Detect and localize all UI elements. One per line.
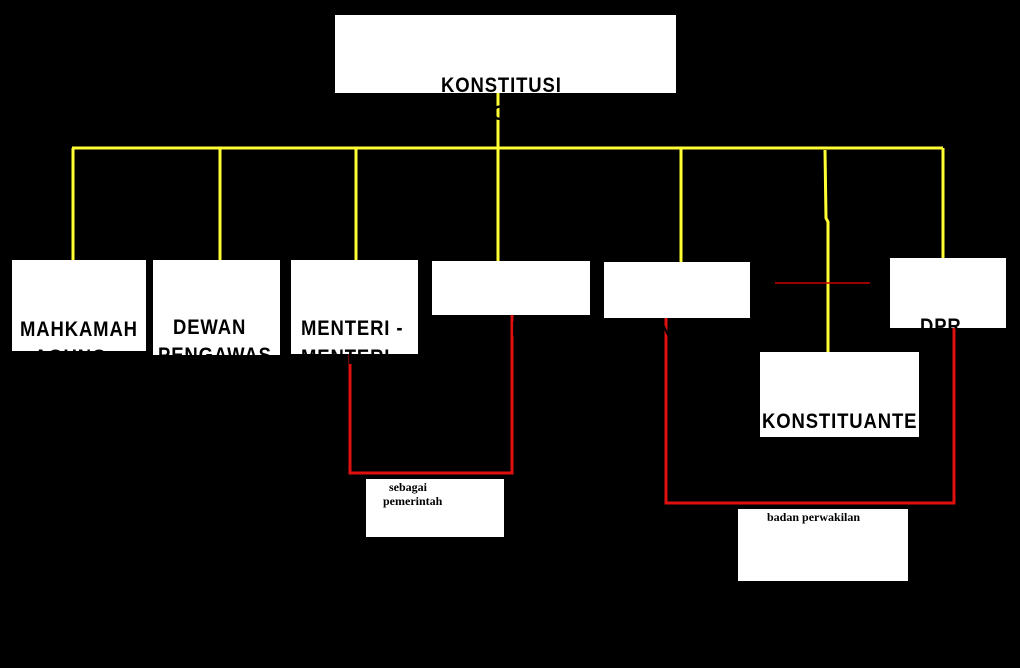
presiden-label: PRESIDEN bbox=[452, 318, 554, 341]
node-dewan-pengawas: DEWAN PENGAWAS KEUANGAN bbox=[153, 260, 280, 396]
title-line-1: KONSTITUSI bbox=[441, 74, 562, 97]
title-box: KONSTITUSI REPUBLIK INDONESIA SERIKAT bbox=[335, 15, 676, 125]
senat-label: SENAT bbox=[633, 320, 699, 343]
dewan-line-3: KEUANGAN bbox=[163, 373, 277, 396]
node-konstituante: KONSTITUANTE bbox=[760, 352, 919, 437]
branch-konstituante bbox=[823, 149, 830, 352]
node-presiden: PRESIDEN bbox=[432, 261, 590, 341]
dpr-label: DPR bbox=[920, 315, 962, 338]
dewan-line-2: PENGAWAS bbox=[158, 344, 272, 367]
node-dpr: DPR bbox=[890, 258, 1006, 338]
menteri-line-2: MENTERI bbox=[301, 346, 391, 369]
node-menteri: MENTERI - MENTERI bbox=[291, 260, 418, 369]
konstituante-label: KONSTITUANTE bbox=[762, 410, 918, 433]
perwakilan-bracket bbox=[664, 318, 956, 505]
note-sebagai-pemerintah: sebagai pemerintah bbox=[366, 479, 504, 537]
node-senat: SENAT bbox=[604, 262, 750, 343]
note-perwakilan-label: badan perwakilan bbox=[767, 510, 861, 524]
title-line-2: REPUBLIK INDONESIA SERIKAT bbox=[350, 102, 660, 125]
note-pemerintah-line-1: sebagai bbox=[389, 480, 428, 494]
mahkamah-line-1: MAHKAMAH bbox=[20, 318, 138, 341]
mahkamah-line-2: AGUNG bbox=[34, 346, 108, 369]
node-mahkamah-agung: MAHKAMAH AGUNG INDONESIA bbox=[12, 260, 146, 397]
pemerintah-bracket bbox=[348, 315, 514, 475]
note-pemerintah-line-2: pemerintah bbox=[383, 494, 443, 508]
menteri-line-1: MENTERI - bbox=[301, 317, 404, 340]
note-badan-perwakilan: badan perwakilan bbox=[738, 509, 908, 581]
mahkamah-line-3: INDONESIA bbox=[25, 374, 136, 397]
dewan-line-1: DEWAN bbox=[173, 316, 247, 339]
